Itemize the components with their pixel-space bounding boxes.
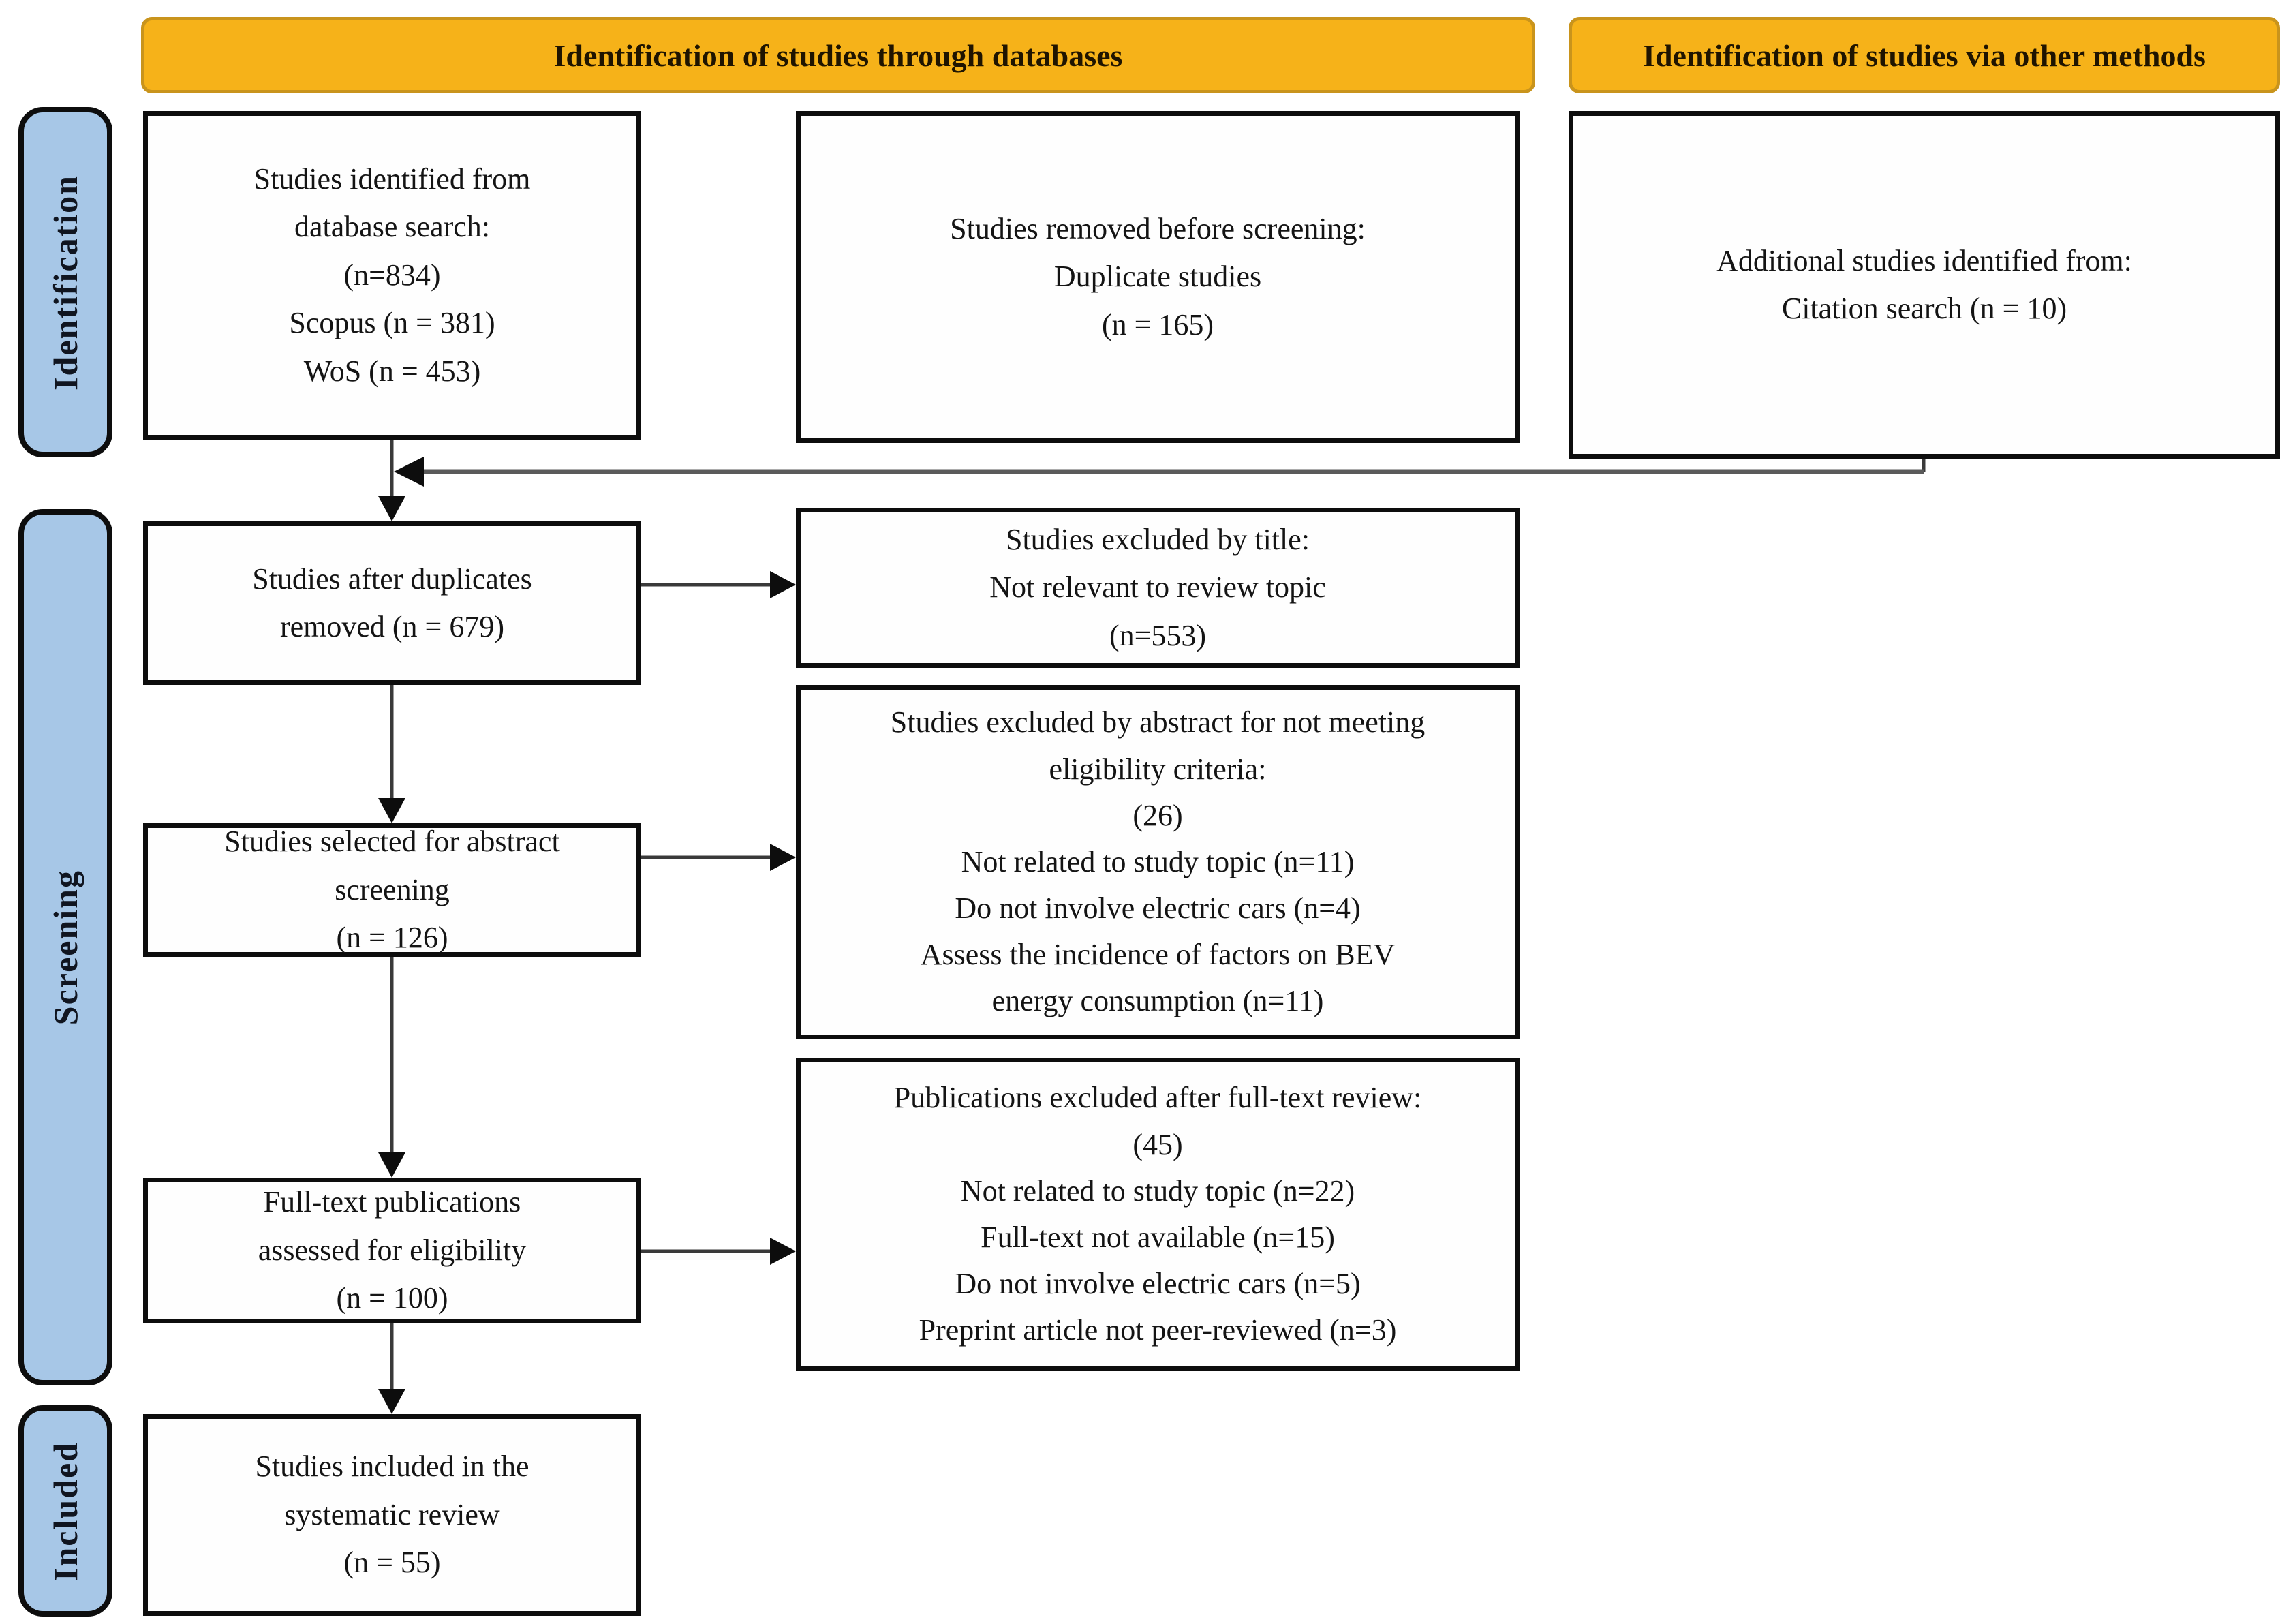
box-text-line: (n = 165): [1101, 307, 1214, 341]
box-text-line: Studies excluded by title:: [1005, 522, 1310, 556]
arrowhead-into-fulltext: [378, 1152, 405, 1178]
box-text-line: Scopus (n = 381): [289, 306, 495, 340]
box-text-line: Not related to study topic (n=11): [961, 844, 1355, 878]
header-other-methods-label: Identification of studies via other meth…: [1643, 37, 2206, 73]
box-text-line: (n=553): [1109, 618, 1207, 652]
box-excluded-by-title: Studies excluded by title: Not relevant t…: [796, 508, 1520, 668]
header-other-methods-banner: Identification of studies via other meth…: [1569, 17, 2280, 93]
box-abstract-screening: Studies selected for abstract screening (n…: [143, 823, 641, 957]
box-text-line: Full-text not available (n=15): [981, 1221, 1335, 1254]
box-text-line: (n = 55): [343, 1546, 441, 1580]
box-text-line: WoS (n = 453): [303, 354, 481, 388]
stage-label-identification: Identification: [18, 107, 112, 457]
box-text-line: assessed for eligibility: [258, 1233, 527, 1267]
box-fulltext-assessed: Full-text publications assessed for eligi…: [143, 1178, 641, 1323]
box-text-line: Preprint article not peer-reviewed (n=3): [919, 1313, 1397, 1347]
box-text-line: (45): [1133, 1127, 1183, 1161]
box-text-line: (26): [1133, 798, 1183, 832]
box-text-line: Not related to study topic (n=22): [960, 1174, 1355, 1208]
box-text-line: (n=834): [343, 258, 441, 292]
box-excluded-after-fulltext: Publications excluded after full-text re…: [796, 1058, 1520, 1371]
box-text-line: Studies selected for abstract: [224, 825, 560, 859]
box-text-line: Studies removed before screening:: [950, 211, 1366, 245]
arrowhead-into-excluded-abstract: [770, 844, 796, 871]
box-text-line: Studies identified from: [253, 162, 531, 196]
box-excluded-by-abstract: Studies excluded by abstract for not mee…: [796, 685, 1520, 1039]
box-text-line: Full-text publications: [263, 1185, 521, 1219]
box-text-line: screening: [335, 872, 450, 906]
box-text-line: Publications excluded after full-text re…: [893, 1081, 1422, 1115]
header-databases-label: Identification of studies through databa…: [553, 37, 1123, 73]
box-removed-before-screening: Studies removed before screening: Duplica…: [796, 111, 1520, 443]
arrowhead-citation-left: [394, 457, 424, 487]
stage-label-screening-text: Screening: [46, 869, 84, 1026]
stage-label-included: Included: [18, 1405, 112, 1617]
box-text-line: (n = 126): [336, 921, 448, 955]
box-included-review: Studies included in the systematic review…: [143, 1414, 641, 1616]
box-text-line: Studies excluded by abstract for not mee…: [890, 705, 1426, 739]
box-additional-studies: Additional studies identified from: Citat…: [1569, 111, 2280, 459]
box-text-line: Not relevant to review topic: [989, 570, 1326, 604]
box-text-line: Additional studies identified from:: [1716, 243, 2132, 277]
stage-label-identification-text: Identification: [46, 174, 84, 390]
box-text-line: removed (n = 679): [279, 610, 505, 643]
box-text-line: database search:: [294, 210, 491, 244]
arrowhead-into-excluded-title: [770, 571, 796, 598]
arrowhead-into-included: [378, 1389, 405, 1414]
arrowhead-into-excluded-fulltext: [770, 1238, 796, 1265]
box-text-line: Do not involve electric cars (n=5): [955, 1267, 1361, 1301]
stage-label-included-text: Included: [46, 1441, 84, 1581]
box-text-line: Studies included in the: [255, 1450, 529, 1484]
box-text-line: energy consumption (n=11): [991, 984, 1324, 1018]
box-text-line: Do not involve electric cars (n=4): [955, 891, 1361, 925]
box-text-line: systematic review: [284, 1497, 500, 1531]
box-text-line: Assess the incidence of factors on BEV: [920, 938, 1396, 972]
arrowhead-into-after-duplicates: [378, 496, 405, 521]
box-text-line: Citation search (n = 10): [1781, 292, 2067, 325]
box-studies-identified: Studies identified from database search: (…: [143, 111, 641, 440]
box-text-line: Duplicate studies: [1053, 260, 1262, 294]
box-text-line: (n = 100): [336, 1281, 448, 1315]
header-databases-banner: Identification of studies through databa…: [141, 17, 1535, 93]
stage-label-screening: Screening: [18, 509, 112, 1385]
box-text-line: Studies after duplicates: [252, 562, 532, 596]
box-text-line: eligibility criteria:: [1049, 752, 1267, 786]
box-after-duplicates: Studies after duplicates removed (n = 679…: [143, 521, 641, 685]
